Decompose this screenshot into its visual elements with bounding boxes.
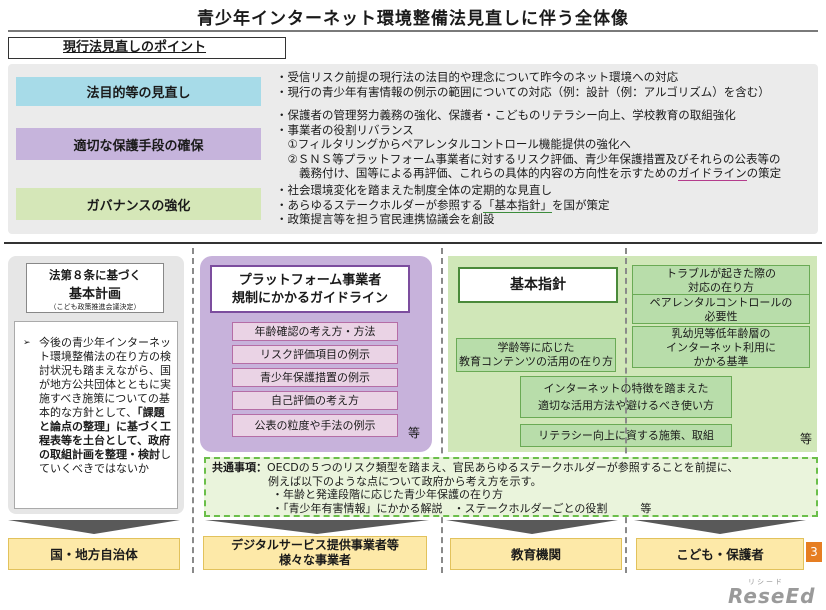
section-label-text: 現行法見直しのポイント	[63, 40, 207, 55]
policy-item-line: 教育コンテンツの活用の在り方	[459, 355, 613, 368]
chevron-down-icon	[446, 520, 618, 534]
protection-line: 義務付け、国等による再評価、これらの具体的内容の方向性を示すためのガイドラインの…	[276, 166, 781, 181]
target-education: 教育機関	[450, 538, 622, 570]
guideline-item: 公表の粒度や手法の例示	[232, 414, 398, 437]
protection-description: ・保護者の管理努力義務の強化、保護者・こどものリテラシー向上、学校教育の取組強化…	[276, 108, 781, 181]
common-label: 共通事項：	[212, 461, 267, 474]
protection-line: ・保護者の管理努力義務の強化、保護者・こどものリテラシー向上、学校教育の取組強化	[276, 108, 736, 122]
target-businesses: デジタルサービス提供事業者等 様々な事業者	[203, 536, 427, 570]
basic-plan-body: ➢ 今後の青少年インターネット環境整備法の在り方の検討状況も踏まえながら、国が地方…	[14, 321, 178, 509]
target-line: 様々な事業者	[278, 553, 351, 567]
policy-item-education: 学齢等に応じた 教育コンテンツの活用の在り方	[456, 338, 616, 372]
policy-item-line: ペアレンタルコントロールの	[649, 296, 793, 309]
basic-plan-emphasis: 「課題と論点の整理」に基づく工程表等を土台として、政府の取組計画を整理・検討	[39, 406, 171, 461]
governance-line-text: を国が策定	[552, 197, 610, 212]
policy-item-line: 必要性	[704, 310, 738, 323]
policy-item-line: インターネット利用に	[666, 341, 776, 354]
common-line: 例えば以下のような点について政府から考え方を示す。	[268, 474, 542, 488]
chevron-down-icon	[634, 520, 806, 534]
category-protection: 適切な保護手段の確保	[16, 128, 261, 160]
policy-item-line: 対応の在り方	[688, 281, 754, 294]
category-purpose: 法目的等の見直し	[16, 77, 261, 106]
brand-subtitle: リシード	[748, 578, 784, 586]
policy-etc: 等	[800, 432, 813, 446]
basic-plan-basis: 法第８条に基づく	[49, 268, 141, 282]
brand-logo: ReseEd	[728, 584, 816, 608]
column-separator	[192, 248, 194, 573]
policy-item-line: トラブルが起きた際の	[666, 267, 776, 280]
purpose-description: ・受信リスク前提の現行法の法目的や理念について昨今のネット環境への対応 ・現行の…	[276, 70, 770, 99]
common-line: 共通事項：OECDの５つのリスク類型を踏まえ、官民あらゆるステークホルダーが参照…	[212, 461, 810, 475]
governance-line-text: ・あらゆるステークホルダーが参照する	[276, 197, 483, 212]
basic-plan-text-end: していくべきではないか	[39, 448, 171, 475]
common-line: ・年齢と発達段階に応じた青少年保護の在り方	[272, 488, 503, 501]
chevron-down-icon	[8, 520, 180, 534]
category-governance: ガバナンスの強化	[16, 188, 261, 220]
policy-item-parental-control: ペアレンタルコントロールの 必要性	[632, 294, 810, 324]
policy-item-infant: 乳幼児等低年齢層の インターネット利用に かかる基準	[632, 326, 810, 368]
basic-plan-title: 基本計画	[68, 287, 121, 302]
guideline-etc: 等	[408, 426, 421, 440]
platform-guideline-title-line: プラットフォーム事業者	[238, 273, 382, 288]
guideline-highlight: ガイドライン	[677, 166, 747, 181]
target-government: 国・地方自治体	[8, 538, 180, 570]
guideline-item: 自己評価の考え方	[232, 391, 398, 410]
section-label: 現行法見直しのポイント	[8, 37, 286, 59]
guideline-item: リスク評価項目の例示	[232, 345, 398, 364]
basic-policy-title: 基本指針	[458, 267, 618, 303]
common-text: OECDの５つのリスク類型を踏まえ、官民あらゆるステークホルダーが参照することを…	[267, 461, 739, 474]
purpose-line: ・現行の青少年有害情報の例示の範囲についての対応（例：設計（例：アルゴリズム）を…	[276, 84, 770, 99]
guideline-item: 年齢確認の考え方・方法	[232, 322, 398, 341]
protection-line: ②ＳＮＳ等プラットフォーム事業者に対するリスク評価、青少年保護措置及びそれらの公…	[276, 151, 781, 166]
governance-line: ・あらゆるステークホルダーが参照する「基本指針」を国が策定	[276, 197, 610, 213]
purpose-line: ・受信リスク前提の現行法の法目的や理念について昨今のネット環境への対応	[276, 70, 679, 84]
target-children-parents: こども・保護者	[636, 538, 804, 570]
protection-line: ・事業者の役割リバランス	[276, 122, 414, 137]
basic-policy-highlight: 「基本指針」	[483, 197, 552, 213]
governance-line: ・政策提言等を担う官民連携協議会を創設	[276, 212, 495, 226]
page-number: 3	[806, 542, 822, 562]
common-line: ・「青少年有害情報」にかかる解説 ・ステークホルダーごとの役割 等	[272, 501, 652, 515]
governance-line: ・社会環境変化を踏まえた制度全体の定期的な見直し	[276, 183, 552, 197]
platform-guideline-title-line: 規制にかかるガイドライン	[231, 291, 388, 306]
governance-description: ・社会環境変化を踏まえた制度全体の定期的な見直し ・あらゆるステークホルダーが参…	[276, 183, 610, 227]
title-divider	[8, 30, 818, 32]
column-separator	[625, 248, 627, 573]
policy-item-trouble: トラブルが起きた際の 対応の在り方	[632, 265, 810, 297]
section-divider	[4, 242, 822, 244]
column-separator	[441, 248, 443, 573]
basic-plan-header: 法第８条に基づく 基本計画 （こども政策推進会議決定）	[26, 263, 164, 313]
protection-line-text: 義務付け、国等による再評価、これらの具体的内容の方向性を示すための	[276, 166, 678, 180]
target-line: デジタルサービス提供事業者等	[231, 538, 399, 552]
policy-item-line: 乳幼児等低年齢層の	[671, 327, 771, 340]
chevron-down-icon	[205, 520, 429, 534]
policy-item-line: かかる基準	[693, 355, 749, 368]
platform-guideline-title: プラットフォーム事業者 規制にかかるガイドライン	[210, 265, 410, 313]
policy-item-line: 学齢等に応じた	[497, 341, 575, 354]
guideline-item: 青少年保護措置の例示	[232, 368, 398, 387]
basic-plan-text: 今後の青少年インターネット環境整備法の在り方の検討状況も踏まえながら、国が地方公…	[39, 336, 171, 419]
protection-line: ①フィルタリングからペアレンタルコントロール機能提供の強化へ	[276, 137, 631, 151]
common-matters-box: 共通事項：OECDの５つのリスク類型を踏まえ、官民あらゆるステークホルダーが参照…	[204, 457, 818, 517]
protection-line-text: の策定	[746, 166, 782, 180]
arrow-bullet-icon: ➢	[23, 338, 31, 348]
page-title: 青少年インターネット環境整備法見直しに伴う全体像	[197, 9, 629, 29]
basic-plan-note: （こども政策推進会議決定）	[49, 303, 141, 311]
